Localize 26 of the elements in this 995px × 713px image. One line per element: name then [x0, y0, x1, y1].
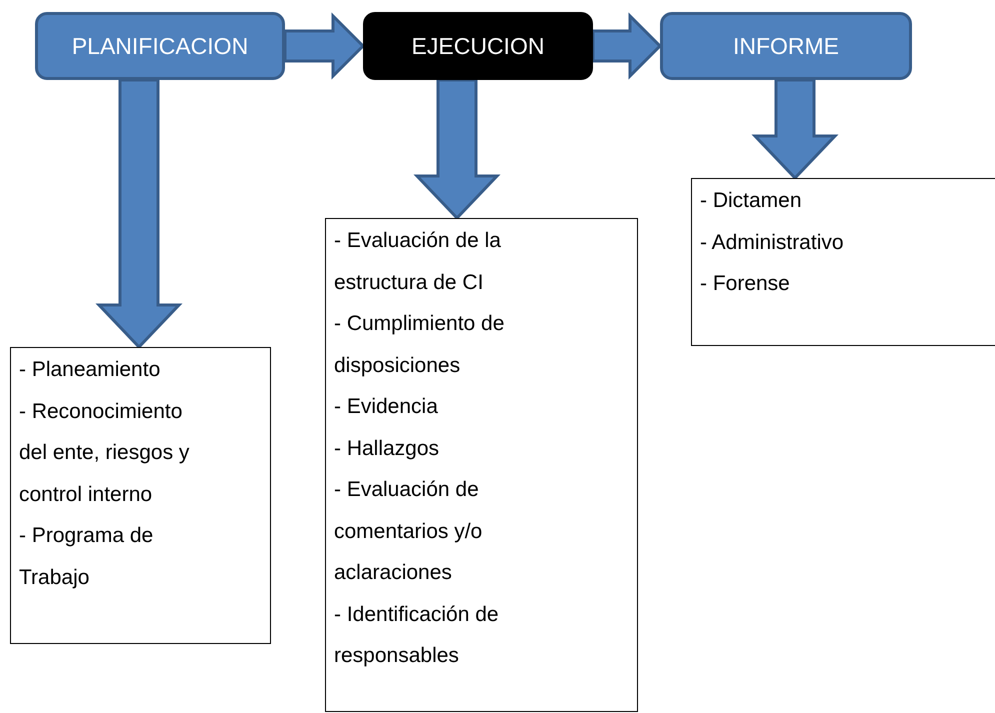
block-arrow [592, 12, 662, 80]
list-item: - Planeamiento [19, 357, 162, 383]
list-item: - Evidencia [334, 394, 439, 420]
stage-box [660, 12, 912, 80]
stage-label: PLANIFICACION [72, 32, 248, 60]
block-arrow [752, 78, 838, 180]
list-item: - Identificación de responsables [334, 602, 500, 669]
stage-label: INFORME [732, 32, 840, 60]
block-arrow [96, 78, 182, 350]
list-item: - Dictamen [700, 188, 803, 214]
block-arrow [284, 12, 366, 80]
list-item: - Evaluación de comentarios y/o aclaraciones [334, 477, 484, 586]
list-item: - Hallazgos [334, 436, 440, 462]
list-item: - Forense [700, 271, 791, 297]
block-arrow [414, 78, 500, 220]
list-item: - Evaluación de la estructura de CI [334, 228, 502, 296]
list-item: - Programa de Trabajo [19, 523, 154, 590]
list-item: - Cumplimiento de disposiciones [334, 311, 506, 378]
list-box [691, 178, 995, 346]
list-item: - Administrativo [700, 230, 845, 256]
list-box [10, 347, 271, 644]
stage-label: EJECUCION [412, 32, 544, 60]
stage-box [35, 12, 285, 80]
list-box [325, 218, 638, 712]
list-item: - Reconocimiento del ente, riesgos y control interno [19, 398, 190, 508]
stage-box [363, 12, 593, 80]
